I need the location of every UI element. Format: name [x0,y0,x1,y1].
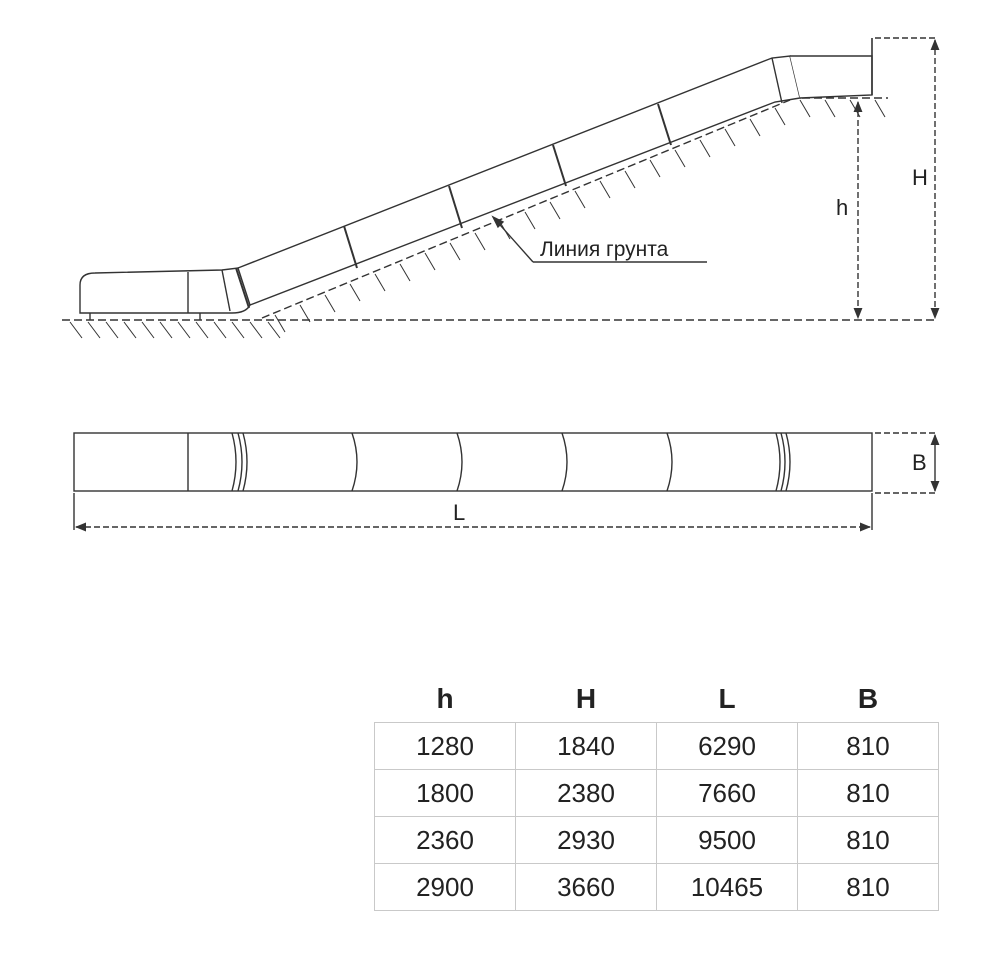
ground-hatch-slope [274,99,886,333]
cell-B: 810 [797,722,939,770]
cell-B: 810 [797,769,939,817]
table-row: 2900 3660 10465 810 [374,863,939,911]
cell-L: 10465 [656,863,798,911]
top-view-outline [73,432,873,492]
cell-B: 810 [797,816,939,864]
col-header-H: H [575,683,597,714]
cell-h: 2900 [374,863,516,911]
slope-ground-line [261,99,791,319]
cell-B: 810 [797,863,939,911]
cell-L: 7660 [656,769,798,817]
ground-line-label: Линия грунта [540,238,669,261]
table-row: 2360 2930 9500 810 [374,816,939,864]
ground-hatch-flat [69,321,281,339]
table-header-row: h H L B [375,676,939,723]
start-platform [790,55,873,99]
cell-H: 2930 [515,816,657,864]
dim-L-label: L [453,500,465,525]
table-row: 1800 2380 7660 810 [374,769,939,817]
col-header-B: B [857,683,879,714]
cell-H: 3660 [515,863,657,911]
cell-L: 9500 [656,816,798,864]
tube-joints [235,103,672,309]
cell-L: 6290 [656,722,798,770]
dimensions-table: h H L B 1280 1840 6290 810 1800 2380 766… [374,676,939,911]
slide-tube [237,55,801,306]
col-header-L: L [718,683,736,714]
cell-h: 1800 [374,769,516,817]
dim-h-label: h [836,195,848,220]
cell-H: 2380 [515,769,657,817]
cell-h: 2360 [374,816,516,864]
dim-H-label: H [912,165,928,190]
runout-section [79,267,251,314]
dim-B-label: B [912,450,927,475]
side-view [62,37,940,339]
cell-h: 1280 [374,722,516,770]
table-row: 1280 1840 6290 810 [374,722,939,770]
col-header-h: h [436,683,454,714]
cell-H: 1840 [515,722,657,770]
slide-drawing: Линия грунта h H B L [62,37,940,532]
top-view [73,432,940,532]
